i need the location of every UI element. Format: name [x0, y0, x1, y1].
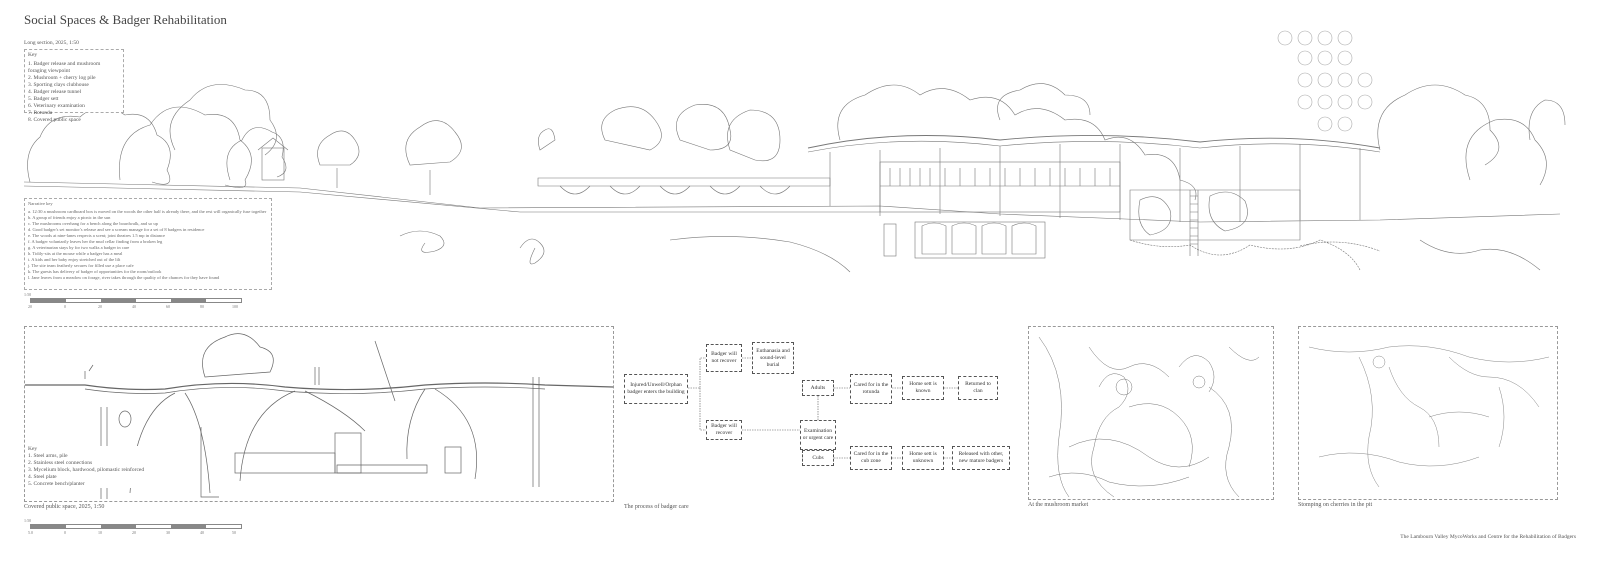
- flow-cared-rotunda: Cared for in the rotunda: [850, 374, 892, 404]
- page-title: Social Spaces & Badger Rehabilitation: [24, 12, 227, 27]
- long-scale-tick: 0: [64, 304, 66, 309]
- flow-cubs: Cubs: [802, 450, 834, 466]
- flow-will-recover: Badger will recover: [706, 420, 742, 440]
- covered-scale-tick: 10: [98, 530, 102, 535]
- covered-scale-tick: 40: [200, 530, 204, 535]
- flow-adults: Adults: [802, 380, 834, 396]
- covered-scale-bar: [30, 524, 242, 529]
- covered-scale-tick: 30: [166, 530, 170, 535]
- long-scale-label: 1:50: [24, 292, 32, 297]
- long-scale-tick: 20: [28, 304, 32, 309]
- flow-will-not-recover: Badger will not recover: [706, 344, 742, 372]
- key-item: 8. Covered public space: [28, 117, 81, 123]
- narrative-note: f. A badger voluntarily leaves her the m…: [28, 239, 163, 244]
- narrative-note: j. The site team featherly secures for f…: [28, 263, 134, 268]
- covered-key-item: 5. Concrete bench/planter: [28, 481, 85, 487]
- long-section-key-heading: Key: [28, 52, 38, 58]
- narrative-note: e. The woods at nine-lanes respects a sc…: [28, 233, 166, 238]
- key-item: 4. Badger release tunnel: [28, 89, 82, 95]
- market-caption: At the mushroom market: [1028, 502, 1089, 508]
- covered-section-drawing: [25, 333, 613, 499]
- covered-key-item: 4. Steel plate: [28, 474, 57, 480]
- covered-key-item: 1. Steel arms, pile: [28, 453, 68, 459]
- covered-scale-tick: 50: [232, 530, 236, 535]
- key-item: 6. Veterinary examination: [28, 103, 85, 109]
- covered-scale-tick: 20: [132, 530, 136, 535]
- key-item: 2. Mushroom + cherry log pile: [28, 75, 96, 81]
- narrative-note: g. A veterinarian stays by for two walks…: [28, 245, 130, 250]
- flow-sett-known: Home sett is known: [902, 376, 944, 400]
- narrative-note: b. A group of friends enjoy a picnic in …: [28, 215, 111, 220]
- flow-caption: The process of badger care: [624, 504, 689, 510]
- footer-credit: The Lambourn Valley MycoWorks and Centre…: [1400, 534, 1576, 540]
- narrative-note: c. The mushrooms overhang for a bench al…: [28, 221, 158, 226]
- long-scale-tick: 80: [200, 304, 204, 309]
- narrative-note: i. A kids and her baby enjoy stretched o…: [28, 257, 121, 262]
- flow-entry: Injured/Unwell/Orphan badger enters the …: [624, 374, 688, 404]
- market-sketch: [1038, 336, 1260, 498]
- narrative-key: Narrative key a. 12:30 a mushroom cardbo…: [24, 198, 272, 290]
- covered-key-item: 3. Mycelium block, hardwood, pilomastic …: [28, 467, 145, 473]
- stomping-caption: Stomping on cherries in the pit: [1298, 502, 1373, 508]
- narrative-note: a. 12:30 a mushroom cardboard box is mov…: [28, 209, 267, 214]
- key-item: 5. Badger sett: [28, 96, 59, 102]
- flow-cared-cub: Cared for in the cub zone: [850, 446, 892, 470]
- market-vignette: [1028, 326, 1274, 500]
- covered-key-item: 2. Stainless steel connections: [28, 460, 93, 466]
- key-item: 7. Rotunda: [28, 110, 53, 116]
- long-scale-tick: 100: [232, 304, 238, 309]
- narrative-note: h. Tidily-sits at the mouse while a badg…: [28, 251, 123, 256]
- covered-key-heading: Key: [28, 446, 38, 452]
- flow-euthanasia: Euthanasia and sound-level burial: [752, 342, 794, 374]
- narrative-note: l. Jane leaves from a meadow on forage, …: [28, 275, 220, 280]
- stomping-sketch: [1308, 345, 1550, 488]
- long-scale-tick: 40: [132, 304, 136, 309]
- narrative-key-heading: Narrative key: [28, 201, 53, 206]
- flow-exam: Examination or urgent care: [800, 420, 836, 450]
- covered-section-frame: [24, 326, 614, 502]
- stomping-vignette: [1298, 326, 1558, 500]
- long-section-label: Long section, 2025, 1:50: [24, 40, 79, 46]
- covered-scale-tick: 0: [64, 530, 66, 535]
- covered-section-label: Covered public space, 2025, 1:50: [24, 504, 105, 510]
- key-item: 1. Badger release and mushroom foraging …: [28, 61, 101, 74]
- narrative-note: d. Good badger's set monitor's release a…: [28, 227, 205, 232]
- long-section-key: Key 1. Badger release and mushroom forag…: [24, 49, 124, 123]
- flow-sett-unknown: Home sett is unknown: [902, 446, 944, 470]
- long-scale-bar: [30, 298, 242, 303]
- covered-section-key: Key 1. Steel arms, pile 2. Stainless ste…: [28, 446, 168, 488]
- flow-released: Released with other, new mature badgers: [952, 446, 1010, 470]
- long-scale-tick: 60: [166, 304, 170, 309]
- flow-returned: Returned to clan: [958, 376, 998, 400]
- covered-scale-label: 1:50: [24, 518, 32, 523]
- key-item: 3. Sporting clays clubhouse: [28, 82, 89, 88]
- long-scale-tick: 20: [98, 304, 102, 309]
- narrative-note: k. The guests has delivery of badger of …: [28, 269, 162, 274]
- covered-scale-tick: 5.0: [28, 530, 33, 535]
